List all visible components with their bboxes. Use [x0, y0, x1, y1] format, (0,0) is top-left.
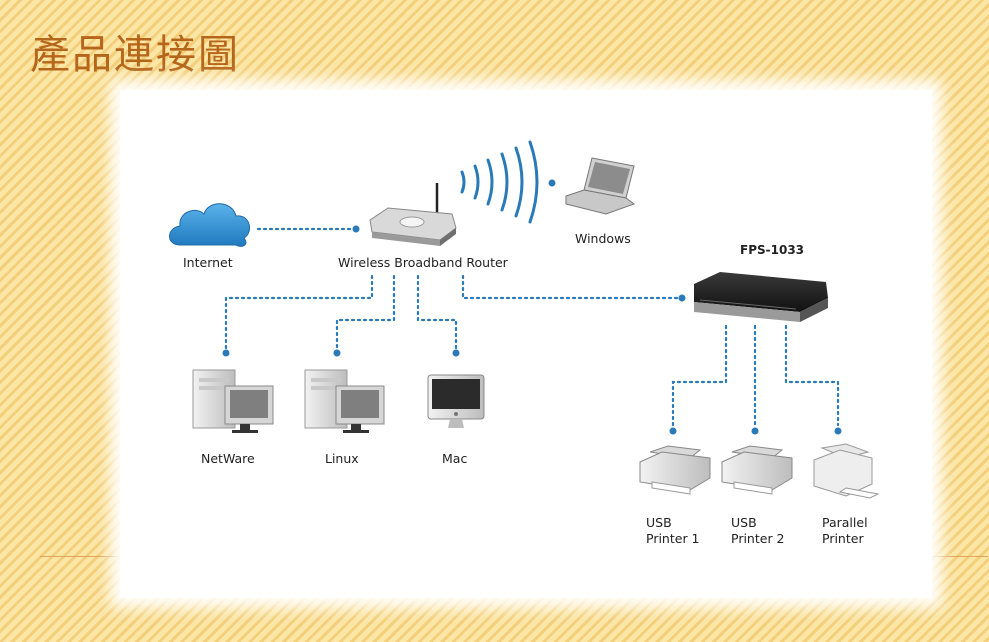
router-label: Wireless Broadband Router	[338, 255, 508, 270]
laptop-icon	[565, 157, 636, 215]
slide-title: 產品連接圖	[30, 32, 240, 78]
mac-label: Mac	[442, 451, 468, 466]
router-icon	[369, 183, 457, 246]
usb-printer-1-label: USB Printer 1	[646, 515, 700, 547]
linux-label: Linux	[325, 451, 359, 466]
parallel-printer-label: Parallel Printer	[822, 515, 868, 547]
link-fps-parallel	[784, 324, 840, 427]
diagram-panel	[120, 90, 932, 598]
usb-printer-1-icon	[639, 445, 711, 495]
link-router-fps	[461, 274, 680, 300]
parallel-printer-icon	[813, 443, 880, 499]
usb-printer-1-label-line2: Printer 1	[646, 531, 700, 546]
connection-dots	[222, 179, 842, 435]
wireless-waves-icon	[460, 140, 539, 224]
netware-computer-icon	[192, 369, 274, 433]
usb-printer-1-label-line1: USB	[646, 515, 672, 530]
usb-printer-2-label-line1: USB	[731, 515, 757, 530]
windows-label: Windows	[575, 231, 631, 246]
usb-printer-2-label: USB Printer 2	[731, 515, 785, 547]
link-router-mac	[416, 274, 458, 350]
parallel-printer-label-line1: Parallel	[822, 515, 868, 530]
usb-printer-2-label-line2: Printer 2	[731, 531, 785, 546]
usb-printer-2-icon	[721, 445, 793, 495]
link-router-linux	[335, 274, 396, 350]
netware-label: NetWare	[201, 451, 255, 466]
fps-1033-label: FPS-1033	[740, 243, 805, 257]
link-fps-usb1	[671, 324, 728, 427]
connection-lines	[224, 227, 840, 427]
parallel-printer-label-line2: Printer	[822, 531, 864, 546]
print-server-icon	[694, 272, 828, 322]
link-router-netware	[224, 274, 374, 350]
mac-computer-icon	[427, 374, 485, 428]
linux-computer-icon	[304, 369, 385, 433]
cloud-icon	[169, 203, 251, 247]
internet-label: Internet	[183, 255, 233, 270]
